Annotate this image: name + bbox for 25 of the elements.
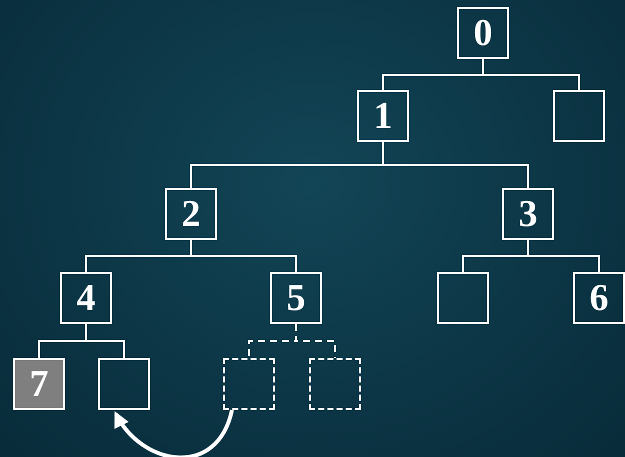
connector-line xyxy=(85,324,125,358)
node-label: 5 xyxy=(286,279,306,317)
node-label: 0 xyxy=(474,14,492,52)
empty-node-box xyxy=(553,90,605,142)
tree-node-box xyxy=(457,7,509,59)
tree-node-box xyxy=(573,272,625,324)
node-label: 2 xyxy=(182,195,200,233)
node-label: 4 xyxy=(76,279,96,317)
tree-node-box xyxy=(270,272,322,324)
node-label: 1 xyxy=(374,97,392,135)
connector-line xyxy=(295,324,336,358)
tree-node-box xyxy=(13,358,65,410)
tree-node-box xyxy=(60,272,112,324)
empty-node-box xyxy=(223,358,275,410)
empty-node-box xyxy=(437,272,489,324)
empty-node-box xyxy=(309,358,361,410)
tree-node-box xyxy=(357,90,409,142)
tree-node-box xyxy=(165,188,217,240)
node-label: 7 xyxy=(30,365,48,403)
tree-node-box xyxy=(502,188,554,240)
node-label: 6 xyxy=(590,279,608,317)
empty-node-box xyxy=(98,358,150,410)
node-label: 3 xyxy=(518,195,538,233)
connector-line xyxy=(382,142,529,188)
curved-arrow xyxy=(114,409,234,457)
